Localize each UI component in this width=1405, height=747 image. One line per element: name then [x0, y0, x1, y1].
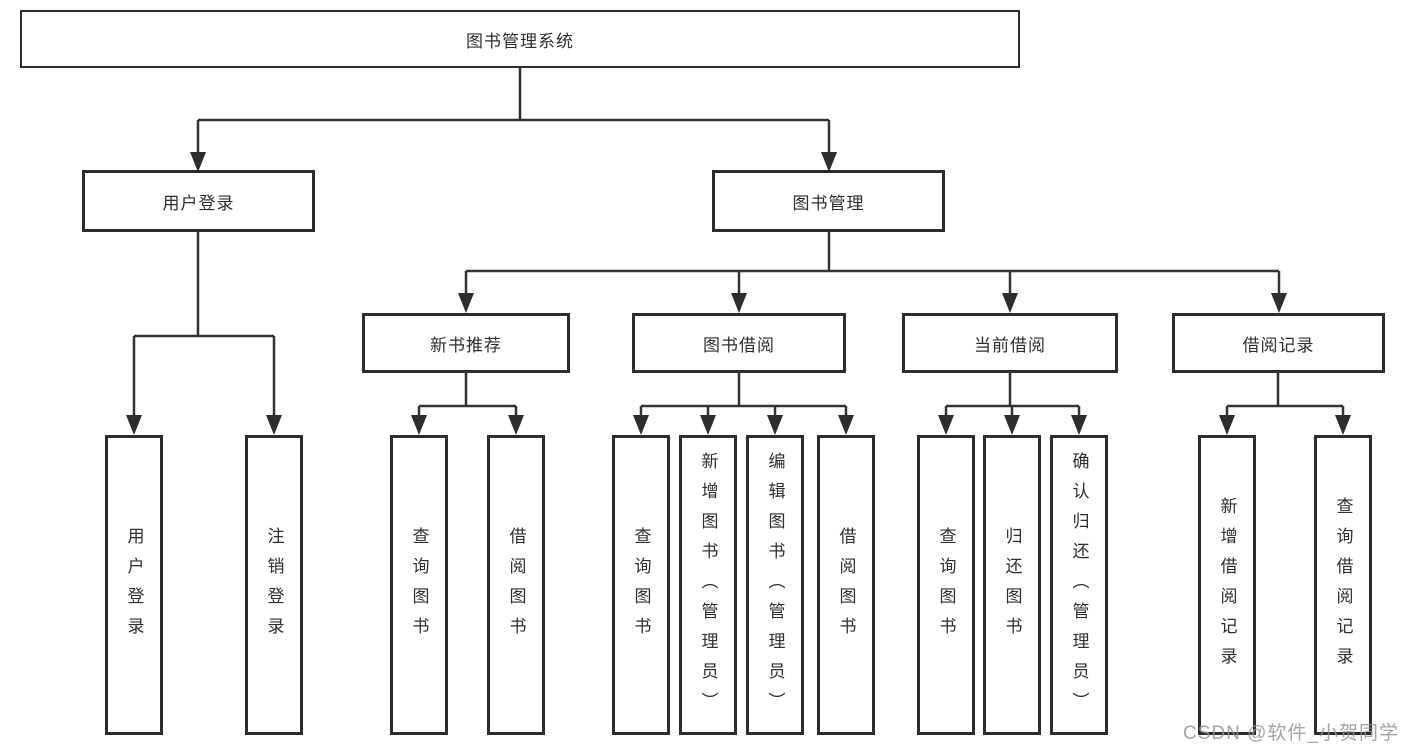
arrow-down-icon	[633, 415, 649, 435]
arrow-down-icon	[1004, 415, 1020, 435]
arrow-down-icon	[1219, 415, 1235, 435]
connector-root-to-level2	[196, 68, 831, 158]
leaf-confirm-return-admin: 确认归还（管理员）	[1050, 435, 1108, 735]
arrow-down-icon	[190, 152, 206, 172]
connector-currentborrow-to-leaves	[944, 373, 1081, 421]
leaf-query-books: 查询图书	[612, 435, 670, 735]
arrow-down-icon	[508, 415, 524, 435]
arrow-down-icon	[821, 152, 837, 172]
arrow-down-icon	[1335, 415, 1351, 435]
node-borrowing-records: 借阅记录	[1172, 313, 1385, 373]
arrow-down-icon	[700, 415, 716, 435]
node-library-management-system: 图书管理系统	[20, 10, 1020, 68]
leaf-query-borrow-record: 查询借阅记录	[1314, 435, 1372, 735]
node-user-login: 用户登录	[82, 170, 315, 232]
leaf-borrow-books: 借阅图书	[817, 435, 875, 735]
arrowheads	[126, 152, 1351, 435]
arrow-down-icon	[266, 415, 282, 435]
leaf-user-login: 用户登录	[105, 435, 163, 735]
node-book-management: 图书管理	[712, 170, 945, 232]
leaf-query-books: 查询图书	[390, 435, 448, 735]
arrow-down-icon	[126, 415, 142, 435]
leaf-logout: 注销登录	[245, 435, 303, 735]
connector-borrowrecords-to-leaves	[1225, 373, 1345, 421]
node-current-borrowing: 当前借阅	[902, 313, 1118, 373]
leaf-add-borrow-record: 新增借阅记录	[1198, 435, 1256, 735]
leaf-edit-books-admin: 编辑图书（管理员）	[746, 435, 804, 735]
leaf-return-books: 归还图书	[983, 435, 1041, 735]
connector-bookborrow-to-leaves	[639, 373, 848, 421]
leaf-query-books: 查询图书	[917, 435, 975, 735]
connector-bookmgmt-to-level3	[464, 232, 1281, 299]
arrow-down-icon	[767, 415, 783, 435]
leaf-add-books-admin: 新增图书（管理员）	[679, 435, 737, 735]
connector-userlogin-to-leaves	[132, 232, 276, 421]
arrow-down-icon	[1071, 415, 1087, 435]
arrow-down-icon	[411, 415, 427, 435]
arrow-down-icon	[838, 415, 854, 435]
arrow-down-icon	[731, 293, 747, 313]
arrow-down-icon	[1002, 293, 1018, 313]
connector-newbookrec-to-leaves	[417, 373, 518, 421]
leaf-borrow-books: 借阅图书	[487, 435, 545, 735]
arrow-down-icon	[938, 415, 954, 435]
arrow-down-icon	[1271, 293, 1287, 313]
node-book-borrowing: 图书借阅	[632, 313, 846, 373]
arrow-down-icon	[458, 293, 474, 313]
node-new-book-recommendation: 新书推荐	[362, 313, 570, 373]
